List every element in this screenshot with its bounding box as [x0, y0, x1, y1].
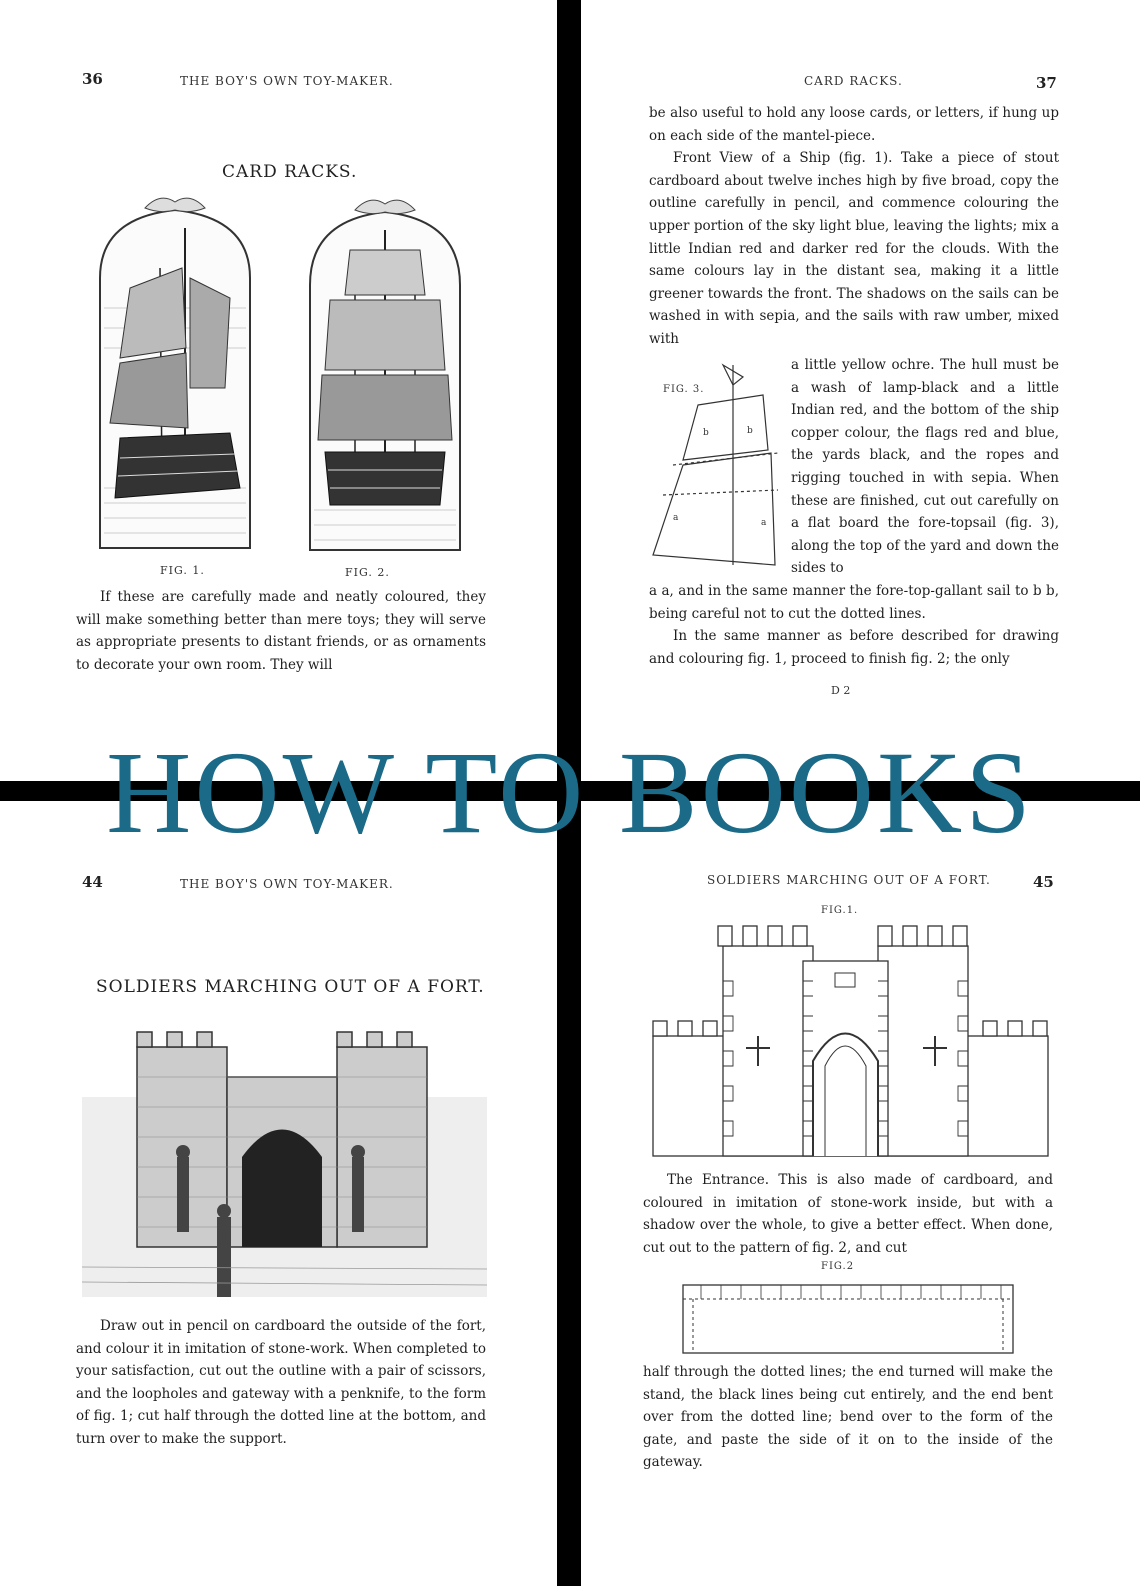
running-head: SOLDIERS MARCHING OUT OF A FORT.: [707, 873, 991, 887]
ship-illustration-fig-2: [309, 199, 461, 551]
body-text-top: be also useful to hold any loose cards, …: [649, 102, 1059, 351]
paragraph: be also useful to hold any loose cards, …: [649, 105, 1059, 144]
svg-text:a: a: [761, 518, 767, 528]
body-text-bottom: a a, and in the same manner the fore-top…: [649, 580, 1059, 670]
svg-text:a: a: [673, 513, 679, 523]
paragraph: half through the dotted lines; the end t…: [643, 1364, 1053, 1471]
section-title: CARD RACKS.: [222, 162, 358, 182]
sail-pattern-fig-3: b b a a: [652, 363, 779, 566]
paragraph: In the same manner as before described f…: [649, 628, 1059, 667]
fig-1-label: FIG.1.: [821, 905, 859, 916]
fort-illustration: [81, 1031, 488, 1297]
fig-1-caption: FIG. 1.: [160, 564, 205, 577]
svg-text:b: b: [747, 426, 753, 436]
body-text: If these are carefully made and neatly c…: [76, 586, 486, 676]
banner-title: HOW TO BOOKS: [106, 727, 1034, 858]
running-head: THE BOY'S OWN TOY-MAKER.: [180, 877, 394, 891]
paragraph: Front View of a Ship (fig. 1). Take a pi…: [649, 150, 1059, 347]
body-text-bottom: half through the dotted lines; the end t…: [643, 1361, 1053, 1474]
body-text-wrap: a little yellow ochre. The hull must be …: [791, 354, 1059, 580]
stand-pattern-fig-2: [682, 1284, 1014, 1354]
paragraph: If these are carefully made and neatly c…: [76, 589, 486, 673]
paragraph: Draw out in pencil on cardboard the outs…: [76, 1318, 486, 1447]
page-45: SOLDIERS MARCHING OUT OF A FORT. 45 FIG.…: [581, 801, 1140, 1586]
paragraph: a a, and in the same manner the fore-top…: [649, 583, 1059, 622]
page-number: 45: [1033, 873, 1054, 891]
page-36: 36 THE BOY'S OWN TOY-MAKER. CARD RACKS. …: [0, 0, 557, 781]
running-head: THE BOY'S OWN TOY-MAKER.: [180, 74, 394, 88]
body-text: Draw out in pencil on cardboard the outs…: [76, 1315, 486, 1451]
fig-3-label: FIG. 3.: [663, 384, 705, 395]
page-44: 44 THE BOY'S OWN TOY-MAKER. SOLDIERS MAR…: [0, 801, 557, 1586]
svg-text:b: b: [703, 428, 709, 438]
paragraph: a little yellow ochre. The hull must be …: [791, 357, 1059, 577]
body-text-top: The Entrance. This is also made of cardb…: [643, 1169, 1053, 1259]
signature-mark: D 2: [831, 684, 851, 697]
page-number: 44: [82, 873, 103, 891]
running-head: CARD RACKS.: [804, 74, 903, 88]
ship-illustration-fig-1: [99, 197, 251, 549]
paragraph: The Entrance. This is also made of cardb…: [643, 1172, 1053, 1256]
entrance-pattern-fig-1: [652, 925, 1049, 1157]
page-37: CARD RACKS. 37 be also useful to hold an…: [581, 0, 1140, 781]
page-number: 37: [1036, 74, 1057, 92]
fig-2-caption: FIG. 2.: [345, 566, 390, 579]
horizontal-divider: [0, 781, 1140, 801]
page-number: 36: [82, 70, 103, 88]
fig-2-label: FIG.2: [821, 1261, 855, 1272]
section-title: SOLDIERS MARCHING OUT OF A FORT.: [96, 977, 485, 997]
